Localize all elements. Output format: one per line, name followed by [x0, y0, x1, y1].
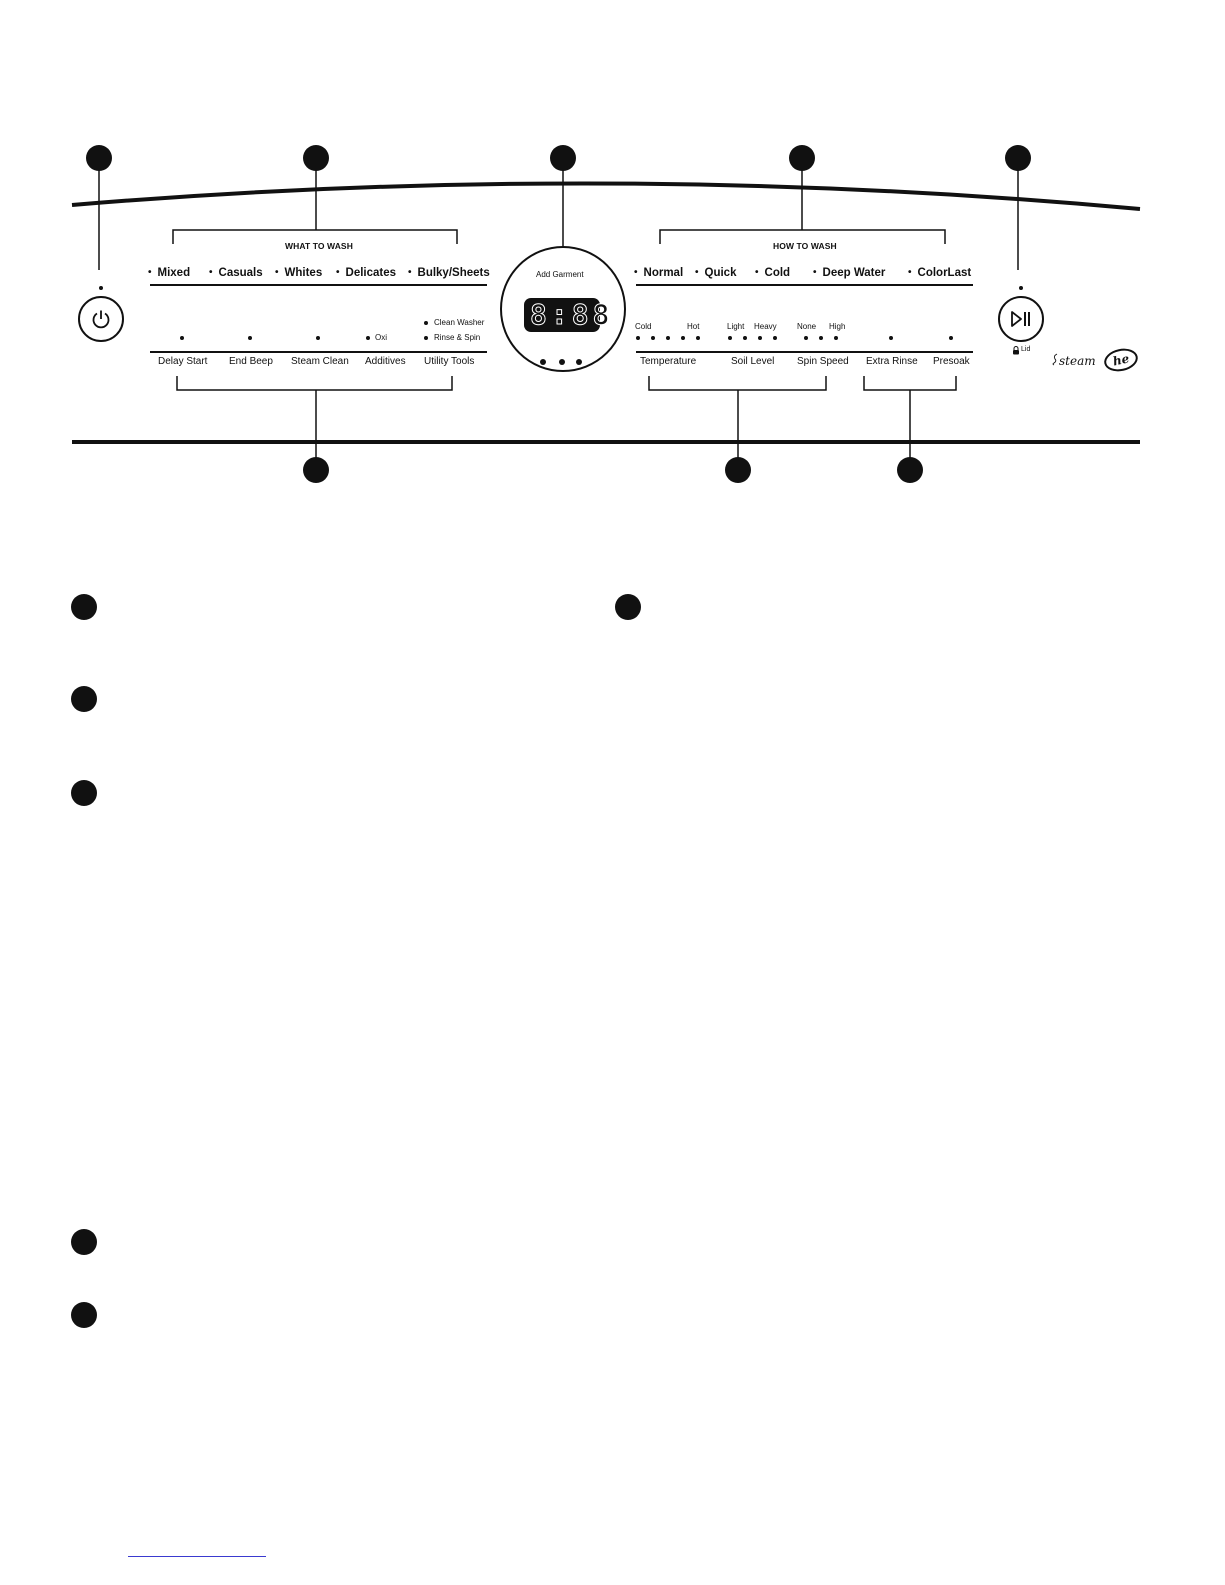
what-to-wash-header: WHAT TO WASH [285, 241, 353, 251]
cycle-delicates[interactable]: Delicates [336, 267, 397, 279]
utility-tools-button[interactable]: Utility Tools [424, 356, 475, 367]
key-marker-3 [71, 780, 97, 806]
what-to-wash-divider [150, 284, 487, 286]
callout-marker-modifiers [725, 457, 751, 483]
key-marker-4 [615, 594, 641, 620]
soil-level-button[interactable]: Soil Level [731, 356, 775, 367]
temperature-hot-label: Hot [687, 322, 700, 331]
soil-level-2 [743, 336, 747, 340]
steam-clean-indicator [316, 336, 320, 340]
spin-none-label: None [797, 322, 817, 331]
temperature-level-5 [696, 336, 700, 340]
he-logo-text: he [1111, 351, 1131, 369]
start-pause-button[interactable] [998, 296, 1044, 342]
how-to-wash-divider [636, 284, 973, 286]
presoak-button[interactable]: Presoak [933, 356, 970, 367]
modifiers-divider [636, 351, 973, 353]
key-marker-1 [71, 594, 97, 620]
end-beep-button[interactable]: End Beep [229, 356, 273, 367]
callout-marker-start-pause [1005, 145, 1031, 171]
callout-marker-how-to-wash [789, 145, 815, 171]
soil-level-4 [773, 336, 777, 340]
power-button[interactable] [78, 296, 124, 342]
spin-speed-button[interactable]: Spin Speed [797, 356, 849, 367]
callout-marker-display [550, 145, 576, 171]
cycle-colorlast[interactable]: ColorLast [908, 267, 972, 279]
display-dot-2 [559, 359, 565, 365]
cycle-deep-water[interactable]: Deep Water [813, 267, 886, 279]
soil-level-3 [758, 336, 762, 340]
steam-clean-button[interactable]: Steam Clean [291, 356, 349, 367]
spin-level-1 [804, 336, 808, 340]
delay-start-indicator [180, 336, 184, 340]
extra-rinse-button[interactable]: Extra Rinse [866, 356, 918, 367]
cycle-mixed[interactable]: Mixed [148, 267, 191, 279]
cycle-quick[interactable]: Quick [695, 267, 737, 279]
rinse-spin-label: Rinse & Spin [434, 333, 481, 342]
control-panel: WHAT TO WASH Mixed Casuals Whites Delica… [0, 0, 1225, 500]
add-garment-label[interactable]: Add Garment [536, 270, 584, 279]
power-icon [92, 310, 110, 329]
steam-logo-text: steam [1059, 354, 1096, 368]
delay-start-button[interactable]: Delay Start [158, 356, 208, 367]
key-marker-6 [71, 1302, 97, 1328]
temperature-level-2 [651, 336, 655, 340]
clean-washer-indicator [424, 321, 428, 325]
led-display: 8:88 [524, 298, 614, 332]
how-to-wash-header: HOW TO WASH [773, 241, 837, 251]
play-pause-icon [1011, 311, 1030, 327]
temperature-button[interactable]: Temperature [640, 356, 697, 367]
panel-outline [71, 158, 1141, 468]
callout-marker-extra-options [897, 457, 923, 483]
spin-level-3 [834, 336, 838, 340]
oxi-label: Oxi [375, 333, 387, 342]
oxi-indicator [366, 336, 370, 340]
cycle-whites[interactable]: Whites [275, 267, 323, 279]
power-indicator-light [99, 286, 103, 290]
spin-level-2 [819, 336, 823, 340]
footer-link-underline[interactable] [128, 1556, 266, 1557]
soil-light-label: Light [727, 322, 745, 331]
cycle-normal[interactable]: Normal [634, 267, 684, 279]
display-dial [500, 246, 626, 372]
temperature-level-3 [666, 336, 670, 340]
lock-icon [1013, 346, 1019, 355]
extra-rinse-indicator [889, 336, 893, 340]
additives-button[interactable]: Additives [365, 356, 406, 367]
cycle-cold[interactable]: Cold [755, 267, 791, 279]
start-pause-indicator-light [1019, 286, 1023, 290]
clean-washer-label: Clean Washer [434, 318, 485, 327]
display-dot-1 [540, 359, 546, 365]
callout-marker-what-to-wash [303, 145, 329, 171]
key-marker-2 [71, 686, 97, 712]
cycle-bulky-sheets[interactable]: Bulky/Sheets [408, 267, 490, 279]
display-readout: 8:88 [530, 298, 614, 331]
options-divider [150, 351, 487, 353]
display-dot-3 [576, 359, 582, 365]
soil-level-1 [728, 336, 732, 340]
rinse-spin-indicator [424, 336, 428, 340]
temperature-cold-label: Cold [635, 322, 652, 331]
cycle-casuals[interactable]: Casuals [209, 267, 263, 279]
temperature-level-1 [636, 336, 640, 340]
end-beep-indicator [248, 336, 252, 340]
key-marker-5 [71, 1229, 97, 1255]
lid-label: Lid [1021, 346, 1031, 353]
callout-marker-options [303, 457, 329, 483]
steam-logo [1052, 353, 1058, 366]
temperature-level-4 [681, 336, 685, 340]
callout-marker-power [86, 145, 112, 171]
soil-heavy-label: Heavy [754, 322, 777, 331]
presoak-indicator [949, 336, 953, 340]
spin-high-label: High [829, 322, 846, 331]
